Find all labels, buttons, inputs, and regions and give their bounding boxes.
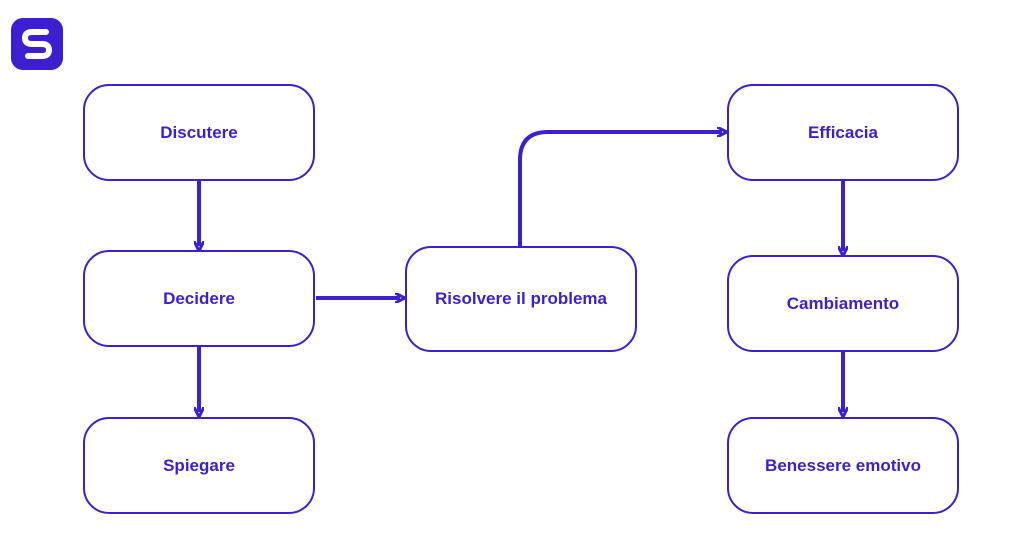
node-cambiamento: Cambiamento xyxy=(727,255,959,352)
s-logo-icon xyxy=(22,29,52,59)
node-decidere: Decidere xyxy=(83,250,315,347)
node-risolvere-il-problema: Risolvere il problema xyxy=(405,246,637,352)
node-efficacia: Efficacia xyxy=(727,84,959,181)
node-discutere: Discutere xyxy=(83,84,315,181)
node-spiegare: Spiegare xyxy=(83,417,315,514)
brand-logo-icon xyxy=(11,18,63,70)
arrow-risolvere-efficacia xyxy=(518,132,722,246)
node-benessere-emotivo: Benessere emotivo xyxy=(727,417,959,514)
